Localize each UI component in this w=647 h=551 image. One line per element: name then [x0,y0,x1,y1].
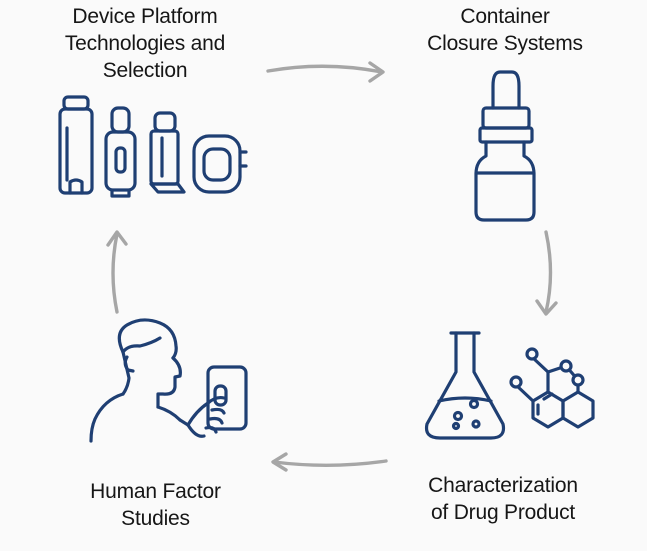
characterization-label: Characterization of Drug Product [398,472,608,526]
disk-inhaler-icon [192,134,248,194]
characterization-label-line1: Characterization [428,474,578,497]
container-closure-label-line1: Container [460,5,550,28]
arrow-left [106,230,128,314]
container-closure-label: Container Closure Systems [400,3,610,57]
flask-icon [424,331,506,440]
autoinjector-icon [104,106,137,198]
device-platform-label-line3: Selection [102,59,188,82]
device-platforms-icon [58,95,248,198]
human-factor-label-line1: Human Factor [90,480,221,503]
person-icon [89,318,190,443]
arrow-right [535,230,558,316]
arrow-top [266,61,385,83]
nasal-spray-bottle-icon [474,70,536,222]
human-factor-label: Human Factor Studies [48,478,263,532]
person-using-device-icon [89,318,248,443]
container-closure-label-line2: Closure Systems [427,32,583,55]
device-platform-label-line2: Technologies and [64,32,226,55]
flask-and-molecule-icon [424,331,595,440]
molecule-icon [509,347,595,429]
device-platform-label: Device Platform Technologies and Selecti… [20,3,270,84]
pen-injector-icon [58,95,94,195]
characterization-label-line2: of Drug Product [430,501,576,524]
human-factor-label-line2: Studies [121,507,190,530]
inhaler-icon [149,111,186,194]
handheld-device-icon [206,365,248,431]
arrow-bottom [271,452,388,472]
device-platform-label-line1: Device Platform [72,5,218,28]
